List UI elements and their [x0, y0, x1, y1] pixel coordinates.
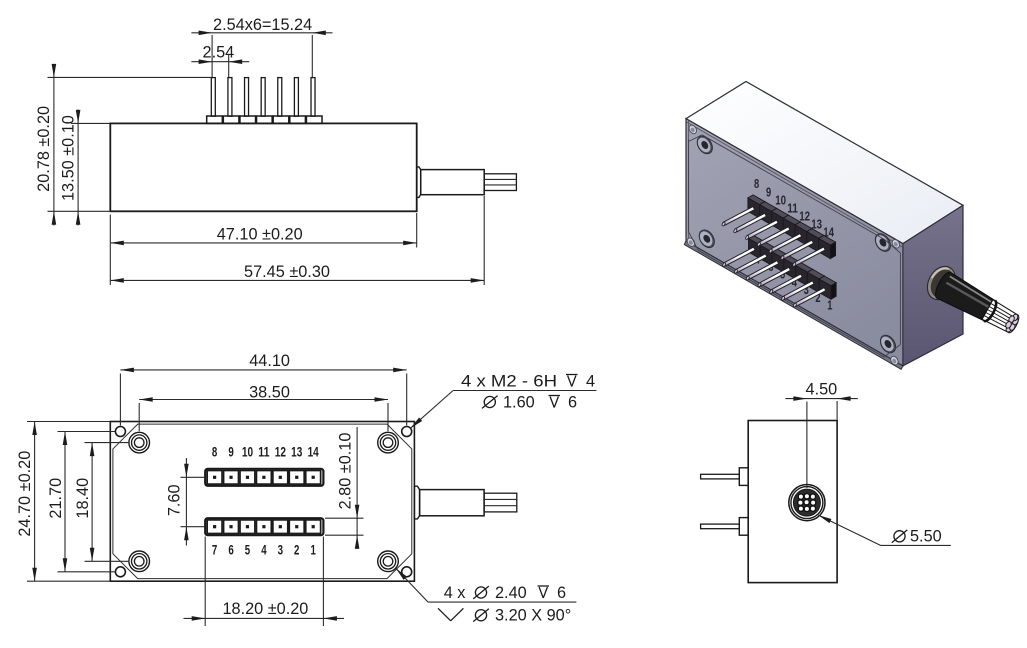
svg-text:12: 12 [275, 445, 286, 460]
svg-text:1: 1 [827, 299, 832, 313]
svg-text:1.60: 1.60 [503, 394, 535, 412]
svg-text:21.70: 21.70 [47, 478, 65, 519]
svg-text:2: 2 [294, 543, 299, 558]
svg-text:6: 6 [557, 584, 566, 602]
svg-text:2.54: 2.54 [203, 43, 235, 61]
svg-text:57.45 ±0.30: 57.45 ±0.30 [244, 263, 330, 281]
svg-text:2.54x6=15.24: 2.54x6=15.24 [213, 16, 312, 34]
svg-text:4 x: 4 x [444, 584, 466, 602]
svg-text:13: 13 [291, 445, 303, 460]
svg-text:5.50: 5.50 [910, 527, 942, 545]
svg-text:24.70 ±0.20: 24.70 ±0.20 [16, 451, 34, 537]
svg-text:14: 14 [308, 445, 320, 460]
svg-text:3: 3 [804, 283, 809, 297]
svg-text:13.50 ±0.10: 13.50 ±0.10 [59, 115, 77, 201]
svg-text:4 x M2 - 6H: 4 x M2 - 6H [461, 373, 557, 391]
svg-text:6: 6 [228, 543, 234, 558]
svg-text:18.40: 18.40 [74, 478, 92, 519]
svg-text:10: 10 [242, 445, 253, 460]
svg-text:4: 4 [792, 275, 797, 289]
svg-text:9: 9 [228, 445, 233, 460]
svg-text:4: 4 [586, 373, 595, 391]
svg-text:3.20 X 90°: 3.20 X 90° [495, 607, 571, 625]
svg-text:47.10 ±0.20: 47.10 ±0.20 [217, 225, 303, 243]
svg-text:5: 5 [245, 543, 251, 558]
svg-text:14: 14 [823, 226, 834, 240]
svg-text:11: 11 [787, 201, 798, 215]
svg-text:44.10: 44.10 [249, 352, 290, 370]
svg-text:4.50: 4.50 [806, 381, 838, 399]
svg-text:2.80 ±0.10: 2.80 ±0.10 [337, 433, 355, 510]
svg-text:3: 3 [278, 543, 284, 558]
svg-text:7: 7 [212, 543, 217, 558]
svg-text:38.50: 38.50 [249, 384, 290, 402]
svg-text:6: 6 [568, 394, 577, 412]
svg-text:8: 8 [754, 177, 759, 191]
svg-text:9: 9 [766, 185, 771, 199]
svg-text:18.20 ±0.20: 18.20 ±0.20 [222, 600, 308, 618]
svg-text:20.78 ±0.20: 20.78 ±0.20 [35, 106, 53, 192]
svg-text:10: 10 [775, 193, 786, 207]
svg-text:4: 4 [261, 543, 267, 558]
svg-text:7.60: 7.60 [165, 484, 183, 516]
svg-text:11: 11 [258, 445, 270, 460]
svg-text:1: 1 [310, 543, 316, 558]
svg-text:8: 8 [212, 445, 218, 460]
svg-text:2: 2 [815, 291, 820, 305]
svg-text:12: 12 [799, 209, 810, 223]
svg-text:13: 13 [811, 218, 822, 232]
svg-text:2.40: 2.40 [495, 584, 527, 602]
